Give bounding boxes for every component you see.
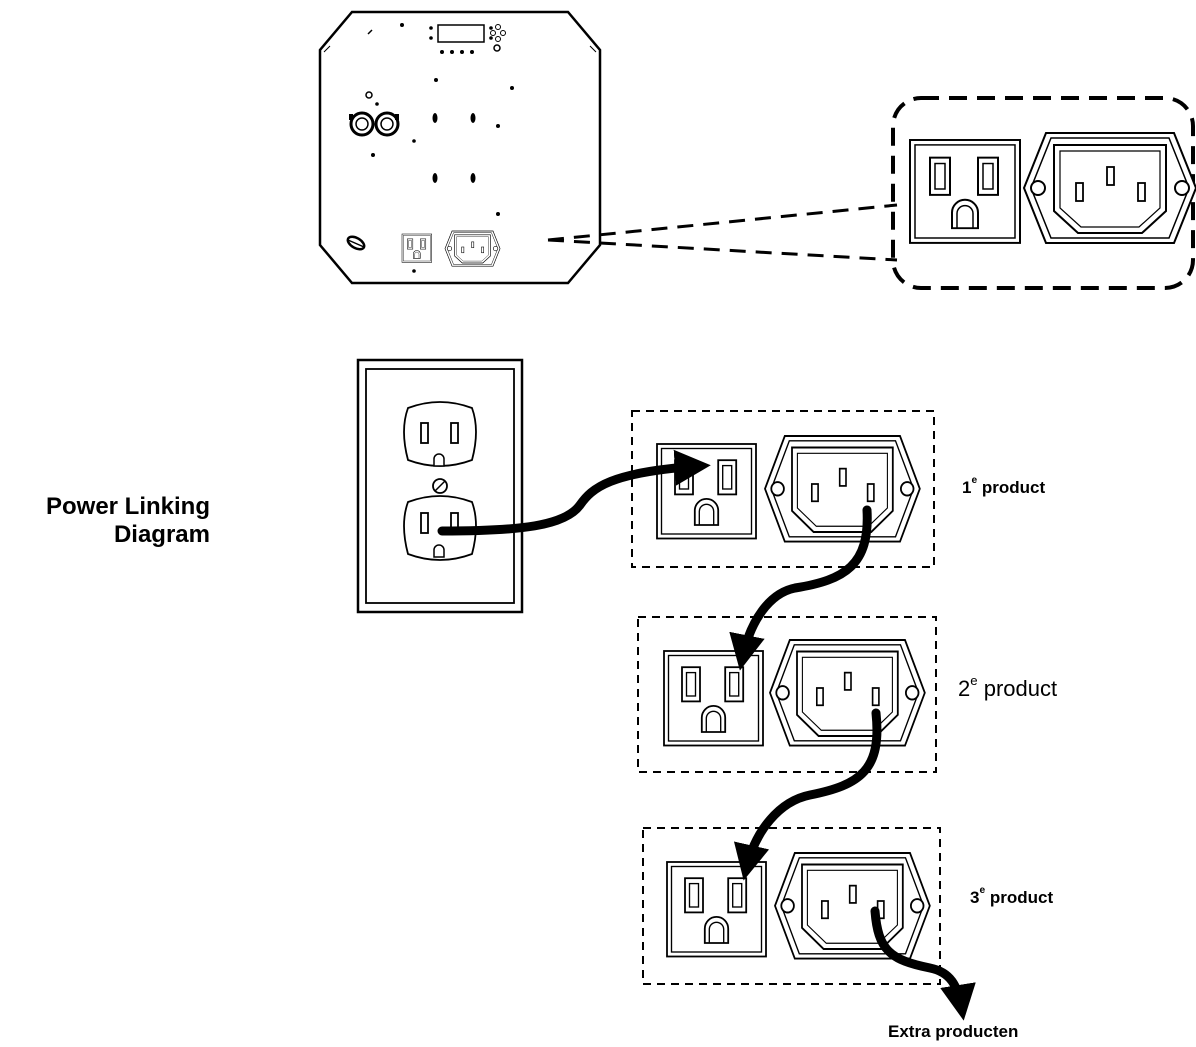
product-3-text: product [985,888,1054,907]
zoom-detail-box [891,96,1195,290]
device-power-inlet-small [444,230,501,267]
cable-product-3-to-extra [870,906,976,1021]
product-2-suffix: e [970,673,978,688]
product-2-label: 2e product [958,673,1058,702]
diagram-title: Power Linking Diagram [46,493,210,549]
zoom-inlet [1023,132,1196,244]
diagram-title-line-2: Diagram [113,521,210,548]
diagram-title-line-1: Power Linking [45,493,210,520]
device-rear-panel [318,10,602,285]
product-2-text: product [977,676,1058,701]
cable-wall-to-product-1 [437,449,711,536]
screw-holes [412,78,514,273]
cable-product-2-to-product-3 [733,708,882,881]
product-1-text: product [977,478,1046,497]
product-2-panel [637,616,937,773]
product-1-number: 1 [962,478,972,497]
product-3-panel [642,827,941,985]
xlr-connectors-icon [349,91,400,157]
device-power-outlet-small [401,233,432,263]
wall-outlet [356,358,524,614]
control-buttons-icon [490,24,506,52]
product-2-number: 2 [958,676,971,701]
product-3-label: 3e product [970,885,1054,908]
zoom-outlet [909,139,1021,244]
product-3-number: 3 [970,888,980,907]
display-panel [429,24,493,54]
fuse-holder-icon [346,235,366,251]
product-1-suffix: e [971,475,978,486]
power-cables [437,449,976,1021]
product-3-suffix: e [979,885,986,896]
zoom-callout-lines [547,203,898,262]
cable-product-1-to-product-2 [729,505,872,671]
product-1-panel [631,410,935,568]
product-1-label: 1e product [962,475,1046,498]
extra-products-label: Extra producten [888,1022,1019,1041]
